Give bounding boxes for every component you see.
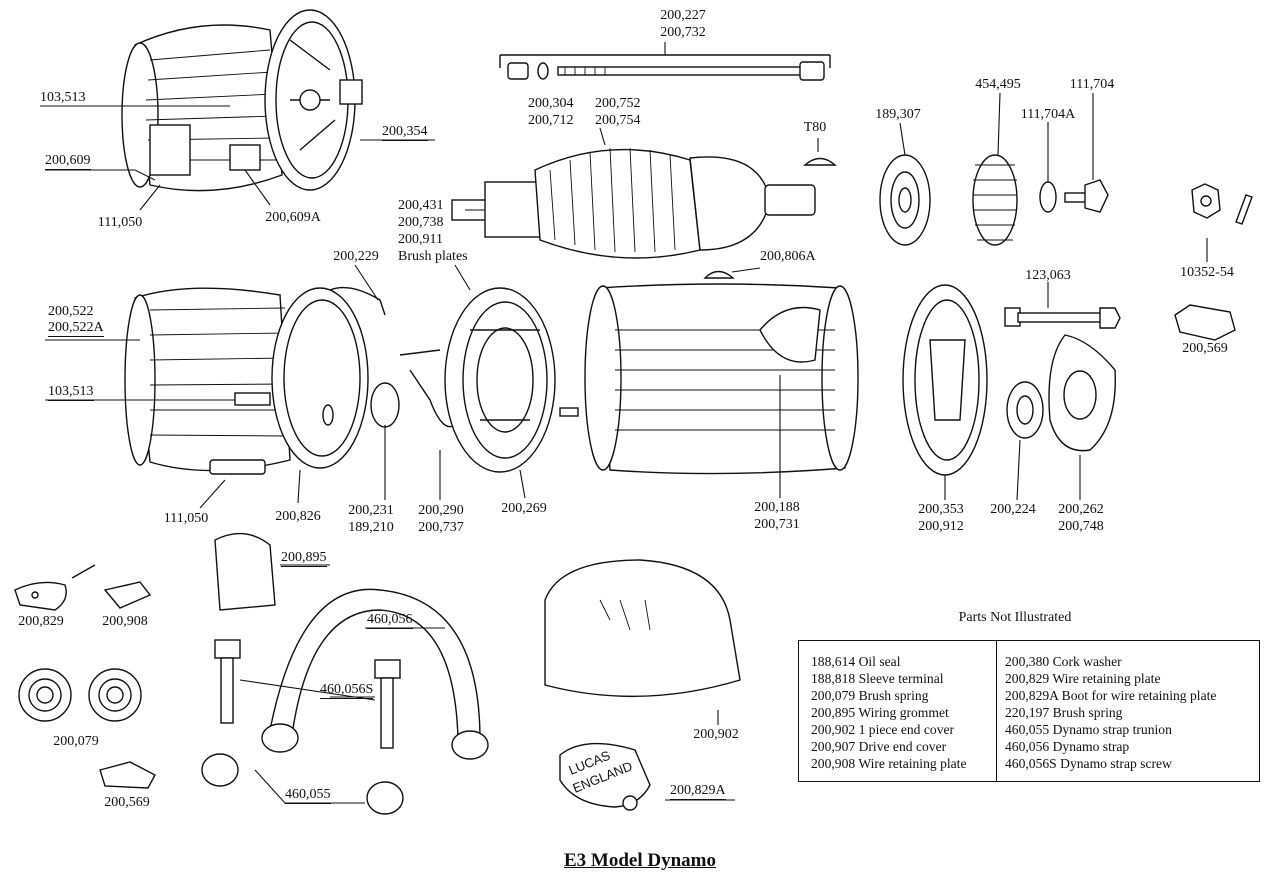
label-460056S: 460,056S <box>320 682 374 699</box>
label-200731: 200,731 <box>754 517 800 532</box>
label-200231: 200,231 <box>348 503 394 518</box>
label-200806A: 200,806A <box>760 249 816 264</box>
label-10352-54: 10352-54 <box>1180 265 1234 280</box>
label-200712: 200,712 <box>528 113 574 128</box>
parts-list-item: 188,614 Oil seal <box>811 654 901 669</box>
label-200304: 200,304 <box>528 96 574 111</box>
through-bolt-drawing <box>499 54 831 81</box>
small-parts-drawing <box>14 532 741 815</box>
parts-list-item: 460,055 Dynamo strap trunion <box>1005 722 1172 737</box>
yoke-drawing <box>584 270 859 475</box>
label-200738: 200,738 <box>398 215 444 230</box>
label-200079: 200,079 <box>53 734 99 749</box>
drive-end-drawing <box>902 284 1236 476</box>
parts-list-item: 200,829A Boot for wire retaining plate <box>1005 688 1217 703</box>
label-460056: 460,056 <box>367 612 413 629</box>
label-111050-bottom: 111,050 <box>163 511 209 526</box>
parts-left-column: 188,614 Oil seal 188,818 Sleeve terminal… <box>811 653 967 772</box>
parts-list-item: 200,079 Brush spring <box>811 688 929 703</box>
label-brush-plates: Brush plates <box>398 249 468 264</box>
parts-list-item: 460,056 Dynamo strap <box>1005 739 1130 754</box>
label-200609A: 200,609A <box>265 210 321 225</box>
label-200609: 200,609 <box>45 153 91 170</box>
label-200431: 200,431 <box>398 198 444 213</box>
parts-list-item: 188,818 Sleeve terminal <box>811 671 944 686</box>
label-200227: 200,227 <box>660 8 706 23</box>
parts-list-item: 200,908 Wire retaining plate <box>811 756 967 771</box>
commutator-end-drawing <box>124 286 461 475</box>
label-200895: 200,895 <box>281 550 327 567</box>
parts-list-item: 200,895 Wiring grommet <box>811 705 949 720</box>
lucas-boot-drawing: LUCAS ENGLAND <box>559 742 651 811</box>
label-200262: 200,262 <box>1058 502 1104 517</box>
label-454495: 454,495 <box>975 77 1021 92</box>
column-divider <box>996 641 998 781</box>
label-200829A: 200,829A <box>670 783 726 800</box>
end-cover-drawing <box>121 9 363 192</box>
parts-list-item: 200,902 1 piece end cover <box>811 722 955 737</box>
label-103513-top: 103,513 <box>40 90 86 105</box>
brush-plate-drawing <box>444 287 579 473</box>
label-200522A: 200,522A <box>48 320 104 337</box>
label-189307: 189,307 <box>875 107 921 122</box>
label-200737: 200,737 <box>418 520 464 535</box>
label-200752: 200,752 <box>595 96 641 111</box>
label-123063: 123,063 <box>1025 268 1071 283</box>
label-200569-left: 200,569 <box>104 795 150 810</box>
label-200748: 200,748 <box>1058 519 1104 534</box>
label-460055: 460,055 <box>285 787 331 804</box>
label-200732: 200,732 <box>660 25 706 40</box>
parts-not-illustrated-heading: Parts Not Illustrated <box>958 610 1072 625</box>
parts-list-item: 200,380 Cork washer <box>1005 654 1122 669</box>
parts-not-illustrated-table: 188,614 Oil seal 188,818 Sleeve terminal… <box>798 640 1260 782</box>
label-200188: 200,188 <box>754 500 800 515</box>
label-200569-right: 200,569 <box>1182 341 1228 356</box>
parts-list-item: 460,056S Dynamo strap screw <box>1005 756 1172 771</box>
bearings-and-gear-drawing <box>879 154 1253 246</box>
label-200229: 200,229 <box>333 249 379 264</box>
label-111050-top: 111,050 <box>97 215 143 230</box>
label-200353: 200,353 <box>918 502 964 517</box>
label-200826: 200,826 <box>275 509 321 524</box>
label-189210: 189,210 <box>348 520 394 535</box>
label-200829: 200,829 <box>18 614 64 629</box>
label-200908: 200,908 <box>102 614 148 629</box>
parts-list-item: 200,907 Drive end cover <box>811 739 947 754</box>
label-T80: T80 <box>803 120 827 135</box>
label-200354: 200,354 <box>382 124 428 141</box>
parts-list-item: 220,197 Brush spring <box>1005 705 1123 720</box>
label-200224: 200,224 <box>990 502 1036 517</box>
label-200912: 200,912 <box>918 519 964 534</box>
parts-list-item: 200,829 Wire retaining plate <box>1005 671 1161 686</box>
label-200902: 200,902 <box>693 727 739 742</box>
diagram-title: E3 Model Dynamo <box>564 850 716 871</box>
label-200911: 200,911 <box>398 232 443 247</box>
label-111704A: 111,704A <box>1020 107 1076 122</box>
label-200269: 200,269 <box>501 501 547 516</box>
label-200290: 200,290 <box>418 503 464 518</box>
label-200754: 200,754 <box>595 113 641 128</box>
parts-right-column: 200,380 Cork washer 200,829 Wire retaini… <box>1005 653 1216 772</box>
label-103513-mid: 103,513 <box>48 384 94 401</box>
armature-drawing <box>451 147 837 259</box>
label-200522: 200,522 <box>48 304 94 319</box>
label-111704: 111,704 <box>1069 77 1115 92</box>
